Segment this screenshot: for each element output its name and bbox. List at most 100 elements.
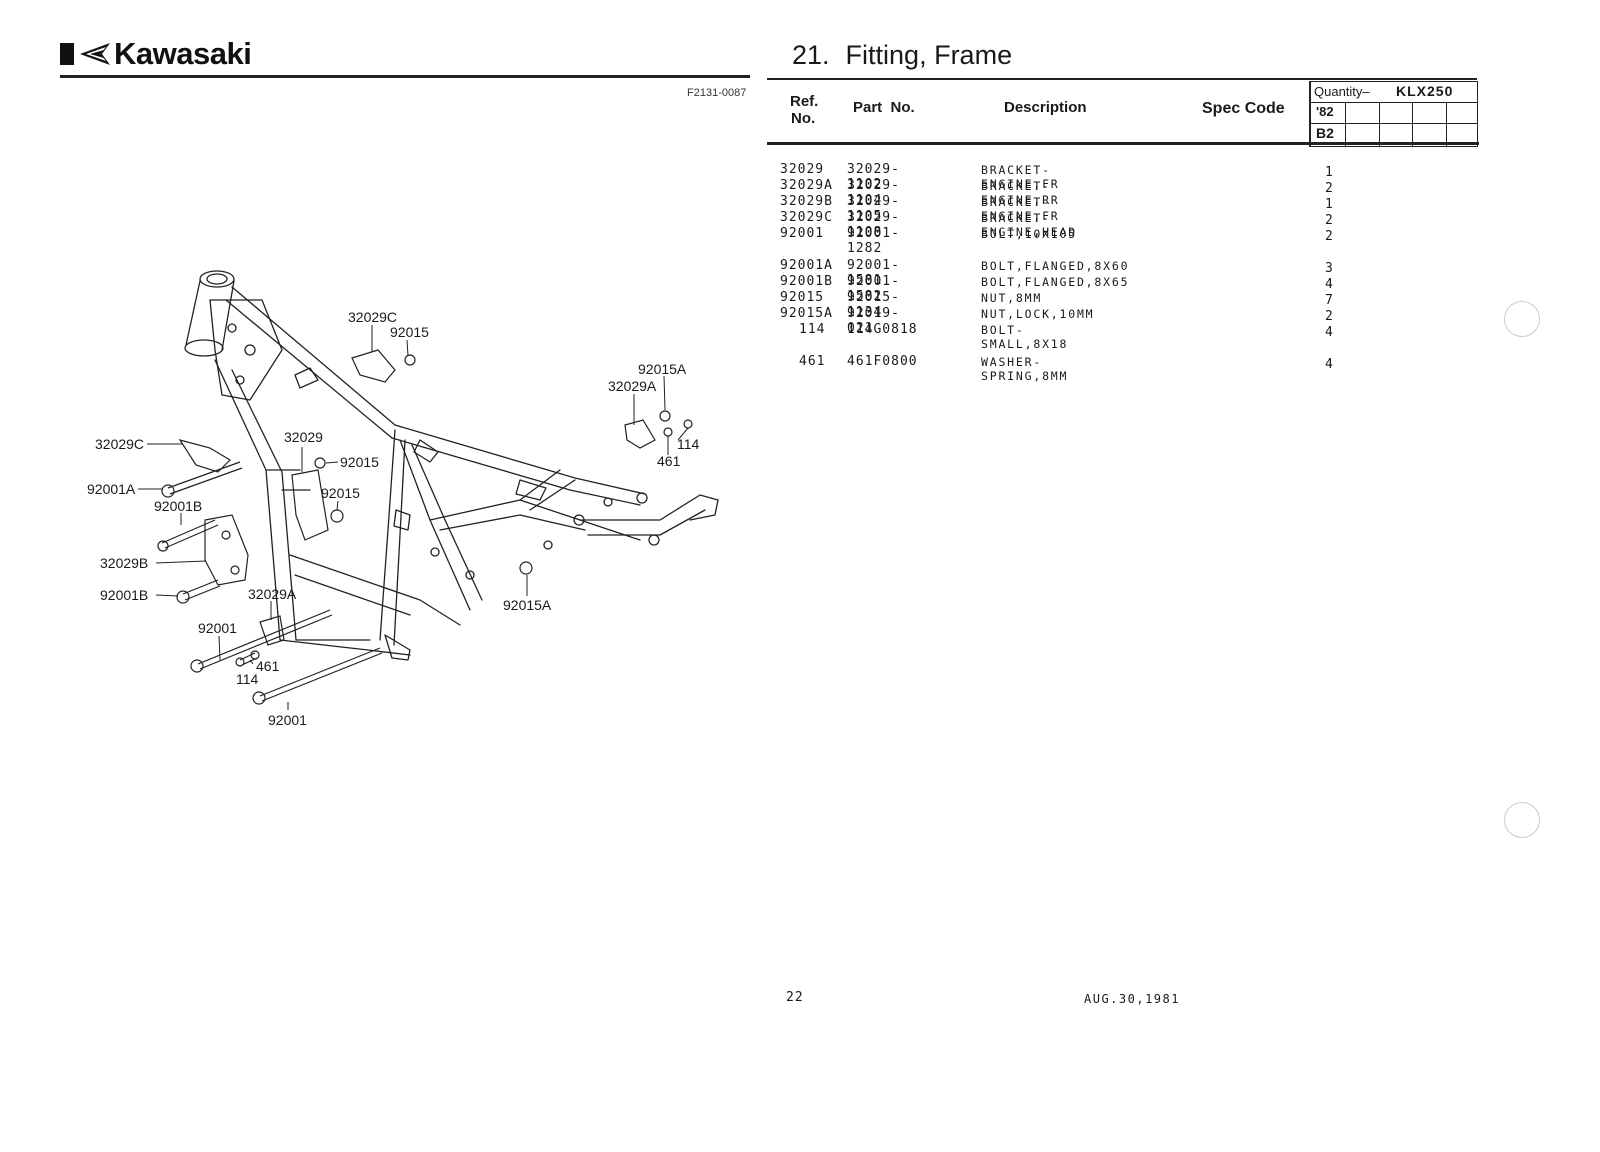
callout-92001b-lower: 92001B	[100, 587, 148, 603]
page-number: 22	[786, 990, 804, 1005]
description-cell: NUT,LOCK,10MM	[981, 307, 1095, 321]
quantity-box	[1309, 81, 1478, 147]
description-cell: BOLT-SMALL,8X18	[981, 323, 1069, 351]
qty-grid-cell	[1412, 102, 1413, 147]
callout-92015-top: 92015	[390, 324, 429, 340]
ref-no-cell: 92015	[780, 290, 825, 305]
logo-square-icon	[60, 43, 74, 65]
page-title: 21. Fitting, Frame	[792, 40, 1012, 71]
description-cell: BOLT,10X105	[981, 227, 1077, 241]
callout-labels: 32029C 92015 92015A 32029A 114 461 32029…	[87, 309, 700, 728]
part-no-cell: 461F0800	[847, 354, 918, 369]
header-rule-right	[767, 78, 1477, 80]
quantity-cell: 4	[1325, 325, 1333, 340]
qty-grid-cell	[1379, 102, 1380, 147]
frame-exploded-diagram: 32029C 92015 92015A 32029A 114 461 32029…	[87, 270, 719, 728]
qty-grid-line	[1311, 123, 1478, 124]
ref-header-line2: No.	[791, 110, 816, 127]
ref-no-cell: 92015A	[780, 306, 833, 321]
figure-code: F2131-0087	[687, 87, 747, 99]
model-year: '82	[1316, 104, 1334, 119]
column-header-spec-code: Spec Code	[1202, 100, 1285, 117]
part-no-cell: 92001-1582	[847, 274, 900, 304]
loose-parts	[157, 349, 693, 705]
ref-no-cell: 114	[799, 322, 826, 337]
callout-114-right: 114	[677, 436, 700, 452]
callout-92001-upper: 92001	[198, 620, 237, 636]
qty-grid-cell	[1446, 102, 1447, 147]
part-no-cell: 92019-021	[847, 306, 900, 336]
ref-no-cell: 92001B	[780, 274, 833, 289]
callout-32029c-top: 32029C	[348, 309, 397, 325]
quantity-cell: 2	[1325, 213, 1333, 228]
description-cell: NUT,8MM	[981, 291, 1043, 305]
quantity-cell: 2	[1325, 181, 1333, 196]
ref-no-cell: 32029	[780, 162, 825, 177]
description-cell: BOLT,FLANGED,8X65	[981, 275, 1130, 289]
callout-92001b-upper: 92001B	[154, 498, 202, 514]
quantity-cell: 2	[1325, 229, 1333, 244]
ref-no-cell: 32029B	[780, 194, 833, 209]
part-no-cell: 114G0818	[847, 322, 918, 337]
part-no-cell: 32029-1104	[847, 178, 900, 208]
quantity-cell: 2	[1325, 309, 1333, 324]
brand-name: Kawasaki	[114, 36, 252, 71]
punch-hole	[1504, 802, 1540, 838]
ref-no-cell: 461	[799, 354, 826, 369]
description-cell: BOLT,FLANGED,8X60	[981, 259, 1130, 273]
bracket-engine-fr	[291, 469, 329, 541]
quantity-cell: 7	[1325, 293, 1333, 308]
bracket-engine-rr-right	[624, 419, 656, 449]
callout-32029a-right: 32029A	[608, 378, 657, 394]
ref-no-cell: 92001A	[780, 258, 833, 273]
description-cell: BRACKET-ENGINE,FR	[981, 195, 1060, 223]
part-no-cell: 92001-1581	[847, 258, 900, 288]
callout-92001-lower: 92001	[268, 712, 307, 728]
part-no-cell: 92001-1282	[847, 226, 900, 256]
callout-32029: 32029	[284, 429, 323, 445]
section-number: 21.	[792, 40, 830, 70]
callout-92015-lower: 92015	[321, 485, 360, 501]
callout-114-left: 114	[236, 671, 259, 687]
model-code: B2	[1316, 125, 1334, 141]
part-no-cell: 32029-1108	[847, 210, 900, 240]
quantity-cell: 3	[1325, 261, 1333, 276]
quantity-cell: 4	[1325, 357, 1333, 372]
ref-no-cell: 32029A	[780, 178, 833, 193]
callout-92001a: 92001A	[87, 481, 136, 497]
frame-drawing	[184, 270, 719, 661]
description-cell: WASHER-SPRING,8MM	[981, 355, 1069, 383]
table-header-rule	[767, 142, 1479, 145]
part-no-cell: 32029-1102	[847, 162, 900, 192]
column-header-ref-no: Ref. No.	[790, 93, 818, 127]
part-no-cell: 92015-1134	[847, 290, 900, 320]
punch-hole	[1504, 301, 1540, 337]
part-no-cell: 32029-1105	[847, 194, 900, 224]
section-title: Fitting, Frame	[845, 40, 1013, 70]
description-cell: BRACKET-ENGINE,RR	[981, 179, 1060, 207]
header-rule-left	[60, 75, 750, 78]
leader-lines	[138, 325, 689, 710]
kawasaki-river-mark-icon	[80, 43, 110, 65]
callout-92015-mid: 92015	[340, 454, 379, 470]
nut-top	[404, 354, 416, 366]
bracket-engine-head-left	[178, 439, 231, 473]
description-cell: BRACKET-ENGINE,HEAD	[981, 211, 1077, 239]
bracket-engine-fr-b	[204, 514, 249, 586]
model-name: KLX250	[1396, 83, 1454, 99]
ref-header-line1: Ref.	[790, 93, 819, 110]
bracket-engine-head-top	[351, 349, 396, 383]
ref-no-cell: 32029C	[780, 210, 833, 225]
column-header-description: Description	[1004, 99, 1087, 116]
qty-grid-line	[1311, 102, 1478, 103]
quantity-cell: 4	[1325, 277, 1333, 292]
callout-92015a-lower: 92015A	[503, 597, 552, 613]
callout-461-right: 461	[657, 453, 681, 469]
ref-no-cell: 92001	[780, 226, 825, 241]
callout-461-left: 461	[256, 658, 280, 674]
kawasaki-logo: Kawasaki	[60, 36, 252, 72]
column-header-part-no: Part No.	[853, 99, 915, 116]
callout-32029c-left: 32029C	[95, 436, 144, 452]
qty-grid-cell	[1345, 102, 1346, 147]
callout-92015a-right: 92015A	[638, 361, 687, 377]
